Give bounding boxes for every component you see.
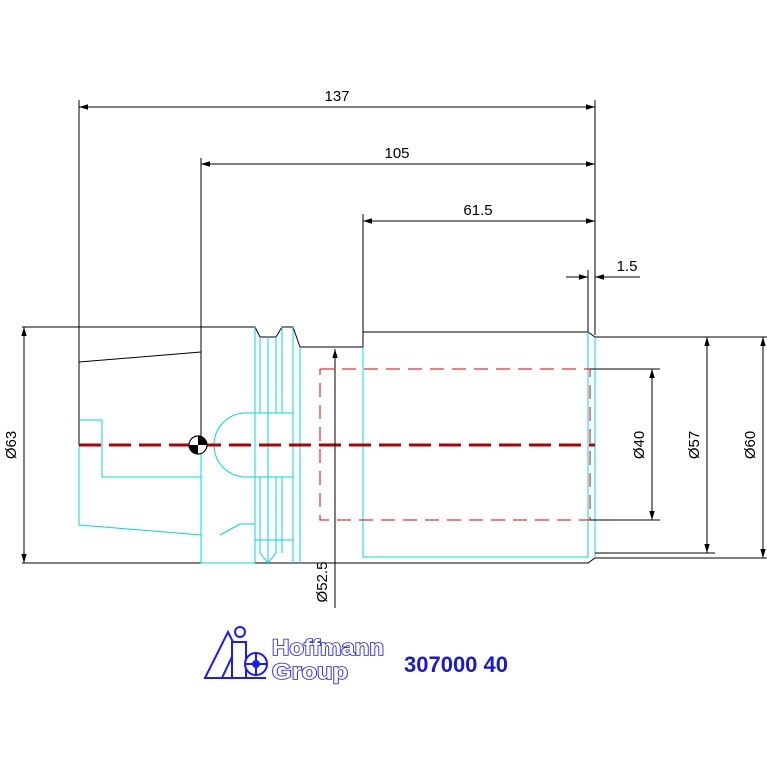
dimension-61-5-label: 61.5 — [463, 202, 492, 219]
logo-emblem-icon — [203, 626, 268, 679]
dimension-61-5: 61.5 — [362, 202, 595, 335]
holder-outline — [22, 326, 767, 564]
dimension-105: 105 — [200, 145, 595, 445]
dimension-d63-label: Ø63 — [3, 431, 20, 459]
dimension-d57-label: Ø57 — [686, 431, 703, 459]
logo-line-group: Group — [272, 659, 348, 684]
part-number: 307000 40 — [404, 652, 508, 677]
dimension-d60: Ø60 — [742, 337, 766, 558]
holder-body — [78, 327, 596, 564]
logo-line-hoffmann: Hoffmann — [272, 635, 384, 660]
dimension-d52-5: Ø52.5 — [314, 349, 338, 608]
dimension-d40: Ø40 — [590, 368, 660, 521]
dimension-d57: Ø57 — [595, 336, 715, 554]
dimension-d63: Ø63 — [3, 327, 27, 563]
dimension-137-label: 137 — [324, 88, 349, 105]
hoffmann-group-logo: Hoffmann Group — [203, 626, 385, 685]
dimension-137: 137 — [78, 88, 596, 445]
dimension-1-5-label: 1.5 — [617, 258, 638, 275]
hidden-bore — [319, 368, 591, 521]
dimension-d60-label: Ø60 — [742, 431, 759, 459]
dimension-1-5: 1.5 — [566, 258, 640, 335]
dimension-105-label: 105 — [384, 145, 409, 162]
dimension-d52-5-label: Ø52.5 — [314, 562, 331, 603]
dimension-d40-label: Ø40 — [631, 431, 648, 459]
gauge-point-symbol — [188, 435, 208, 455]
